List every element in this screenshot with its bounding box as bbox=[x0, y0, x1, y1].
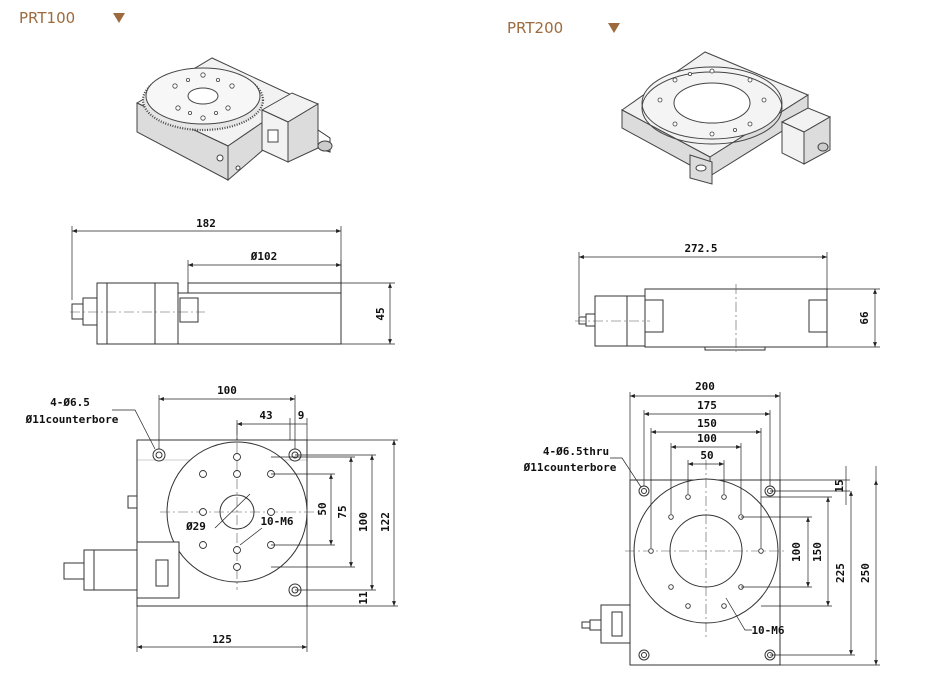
dim-v150: 150 bbox=[811, 542, 824, 562]
dim-50: 50 bbox=[700, 449, 713, 462]
label-mount-hole: 4-Ø6.5 bbox=[50, 396, 90, 409]
dim-100-h: 100 bbox=[217, 384, 237, 397]
label-counterbore-prt200: Ø11counterbore bbox=[523, 461, 617, 474]
label-mount-hole-prt200: 4-Ø6.5thru bbox=[543, 445, 609, 458]
prt200-top-view bbox=[581, 392, 880, 666]
dim-50: 50 bbox=[316, 502, 329, 515]
label-10-m6: 10-M6 bbox=[260, 515, 293, 528]
dim-dia-102: Ø102 bbox=[250, 250, 278, 263]
dim-150: 150 bbox=[697, 417, 717, 430]
label-counterbore: Ø11counterbore bbox=[25, 413, 119, 426]
dim-182: 182 bbox=[196, 217, 216, 230]
dim-9: 9 bbox=[298, 409, 305, 422]
dim-100-v: 100 bbox=[357, 512, 370, 532]
prt200-side-view bbox=[575, 252, 880, 352]
dim-15: 15 bbox=[833, 479, 846, 492]
dim-75: 75 bbox=[336, 505, 349, 518]
dim-66: 66 bbox=[858, 311, 871, 325]
dim-v225: 225 bbox=[834, 563, 847, 583]
dropdown-arrow-icon[interactable] bbox=[608, 23, 620, 33]
dim-v100: 100 bbox=[790, 542, 803, 562]
dim-200: 200 bbox=[695, 380, 715, 393]
model-title-prt100: PRT100 bbox=[19, 9, 76, 27]
model-title-prt200: PRT200 bbox=[507, 19, 564, 37]
prt100-side-view bbox=[70, 226, 395, 345]
dim-272-5: 272.5 bbox=[684, 242, 717, 255]
dim-dia-29: Ø29 bbox=[185, 520, 206, 533]
dim-v250: 250 bbox=[859, 563, 872, 583]
dim-100: 100 bbox=[697, 432, 717, 445]
prt100-iso-view bbox=[135, 57, 333, 182]
dim-175: 175 bbox=[697, 399, 717, 412]
dropdown-arrow-icon[interactable] bbox=[113, 13, 125, 23]
prt200-iso-view bbox=[621, 51, 832, 185]
dim-122: 122 bbox=[379, 512, 392, 532]
dim-45: 45 bbox=[374, 307, 387, 320]
prt100-top-view bbox=[63, 395, 398, 652]
dim-43: 43 bbox=[259, 409, 272, 422]
dim-125: 125 bbox=[212, 633, 232, 646]
label-10-m6-prt200: 10-M6 bbox=[751, 624, 784, 637]
dim-11: 11 bbox=[357, 591, 370, 605]
